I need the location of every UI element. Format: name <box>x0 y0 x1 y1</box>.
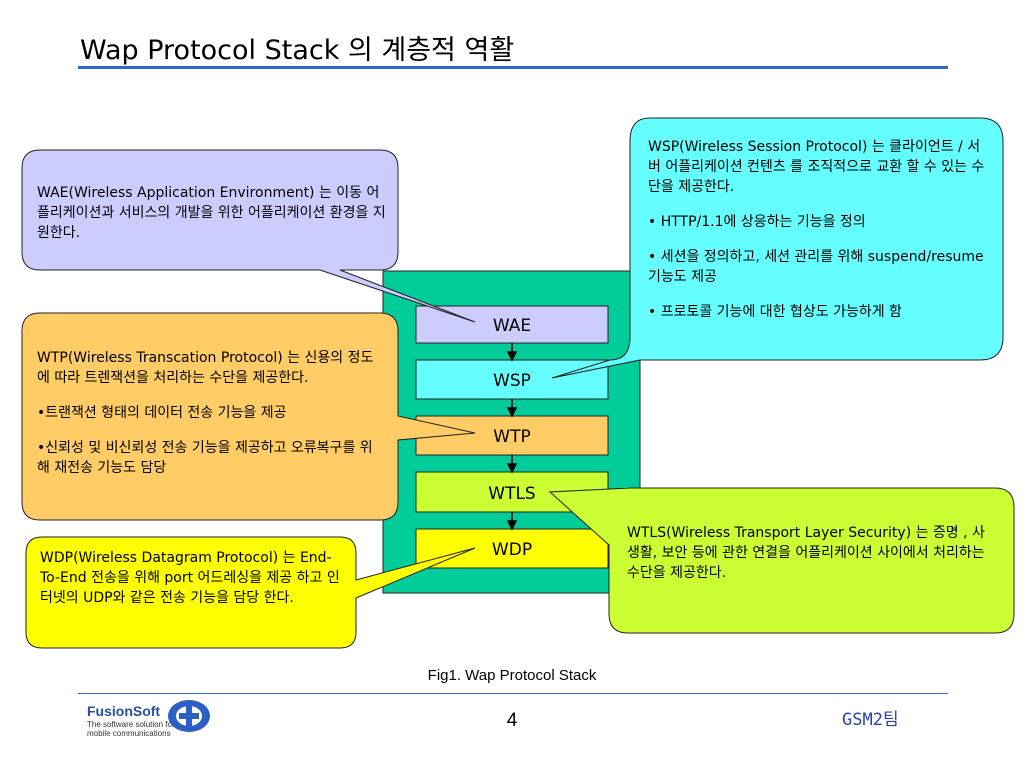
figure-caption: Fig1. Wap Protocol Stack <box>427 667 597 684</box>
page-number: 4 <box>506 710 518 731</box>
wae-description: WAE(Wireless Application Environment) 는 … <box>37 185 386 241</box>
wtls-callout-shape <box>548 487 1015 634</box>
wdp-callout-shape <box>25 536 476 649</box>
arrow-wtp-wtls <box>506 463 518 474</box>
wsp-callout: WSP(Wireless Session Protocol) 는 클라이언트 /… <box>648 137 986 322</box>
layer-wtp-label: WTP <box>493 427 530 447</box>
wtls-description: WTLS(Wireless Transport Layer Security) … <box>627 525 985 581</box>
wae-callout-shape <box>21 149 476 323</box>
wdp-callout: WDP(Wireless Datagram Protocol) 는 End-To… <box>40 548 345 608</box>
title-underline <box>78 66 948 69</box>
wsp-bullet-3: • 프로토콜 기능에 대한 협상도 가능하게 함 <box>648 304 902 320</box>
wae-callout: WAE(Wireless Application Environment) 는 … <box>37 183 387 243</box>
fusionsoft-logo-icon <box>168 700 210 732</box>
layer-wsp-label: WSP <box>493 371 531 391</box>
wtp-callout-shape <box>21 312 476 521</box>
wtp-callout: WTP(Wireless Transcation Protocol) 는 신용의… <box>37 348 377 478</box>
arrow-wtls-wdp <box>506 520 518 531</box>
layer-arrows <box>506 343 518 531</box>
layer-wdp-label: WDP <box>492 540 532 560</box>
team-name: GSM2팀 <box>842 710 899 730</box>
wdp-description: WDP(Wireless Datagram Protocol) 는 End-To… <box>40 550 340 606</box>
wtp-bullet-2: •신뢰성 및 비신뢰성 전송 기능을 제공하고 오류복구를 위해 재전송 기능도… <box>37 440 373 476</box>
wtp-bullet-1: •트랜잭션 형태의 데이터 전송 기능을 제공 <box>37 405 287 421</box>
arrow-wsp-wtp <box>506 407 518 418</box>
layer-wtls-label: WTLS <box>488 484 535 504</box>
company-logo-tagline: The software solution for mobile communi… <box>87 720 175 738</box>
company-logo-name: FusionSoft <box>87 703 161 719</box>
wsp-callout-shape <box>551 117 1004 379</box>
wsp-bullet-1: • HTTP/1.1에 상응하는 기능을 정의 <box>648 214 866 230</box>
wtls-callout: WTLS(Wireless Transport Layer Security) … <box>627 523 997 583</box>
page-title: Wap Protocol Stack 의 계층적 역활 <box>80 35 515 66</box>
footer-divider <box>78 693 948 694</box>
wtp-description: WTP(Wireless Transcation Protocol) 는 신용의… <box>37 350 374 386</box>
arrow-wae-wsp <box>506 351 518 362</box>
wsp-bullet-2: • 세션을 정의하고, 세션 관리를 위해 suspend/resume 기능도… <box>648 249 984 285</box>
layer-wae-label: WAE <box>493 316 531 336</box>
wsp-description: WSP(Wireless Session Protocol) 는 클라이언트 /… <box>648 139 985 195</box>
layer-wdp-box <box>415 528 609 569</box>
